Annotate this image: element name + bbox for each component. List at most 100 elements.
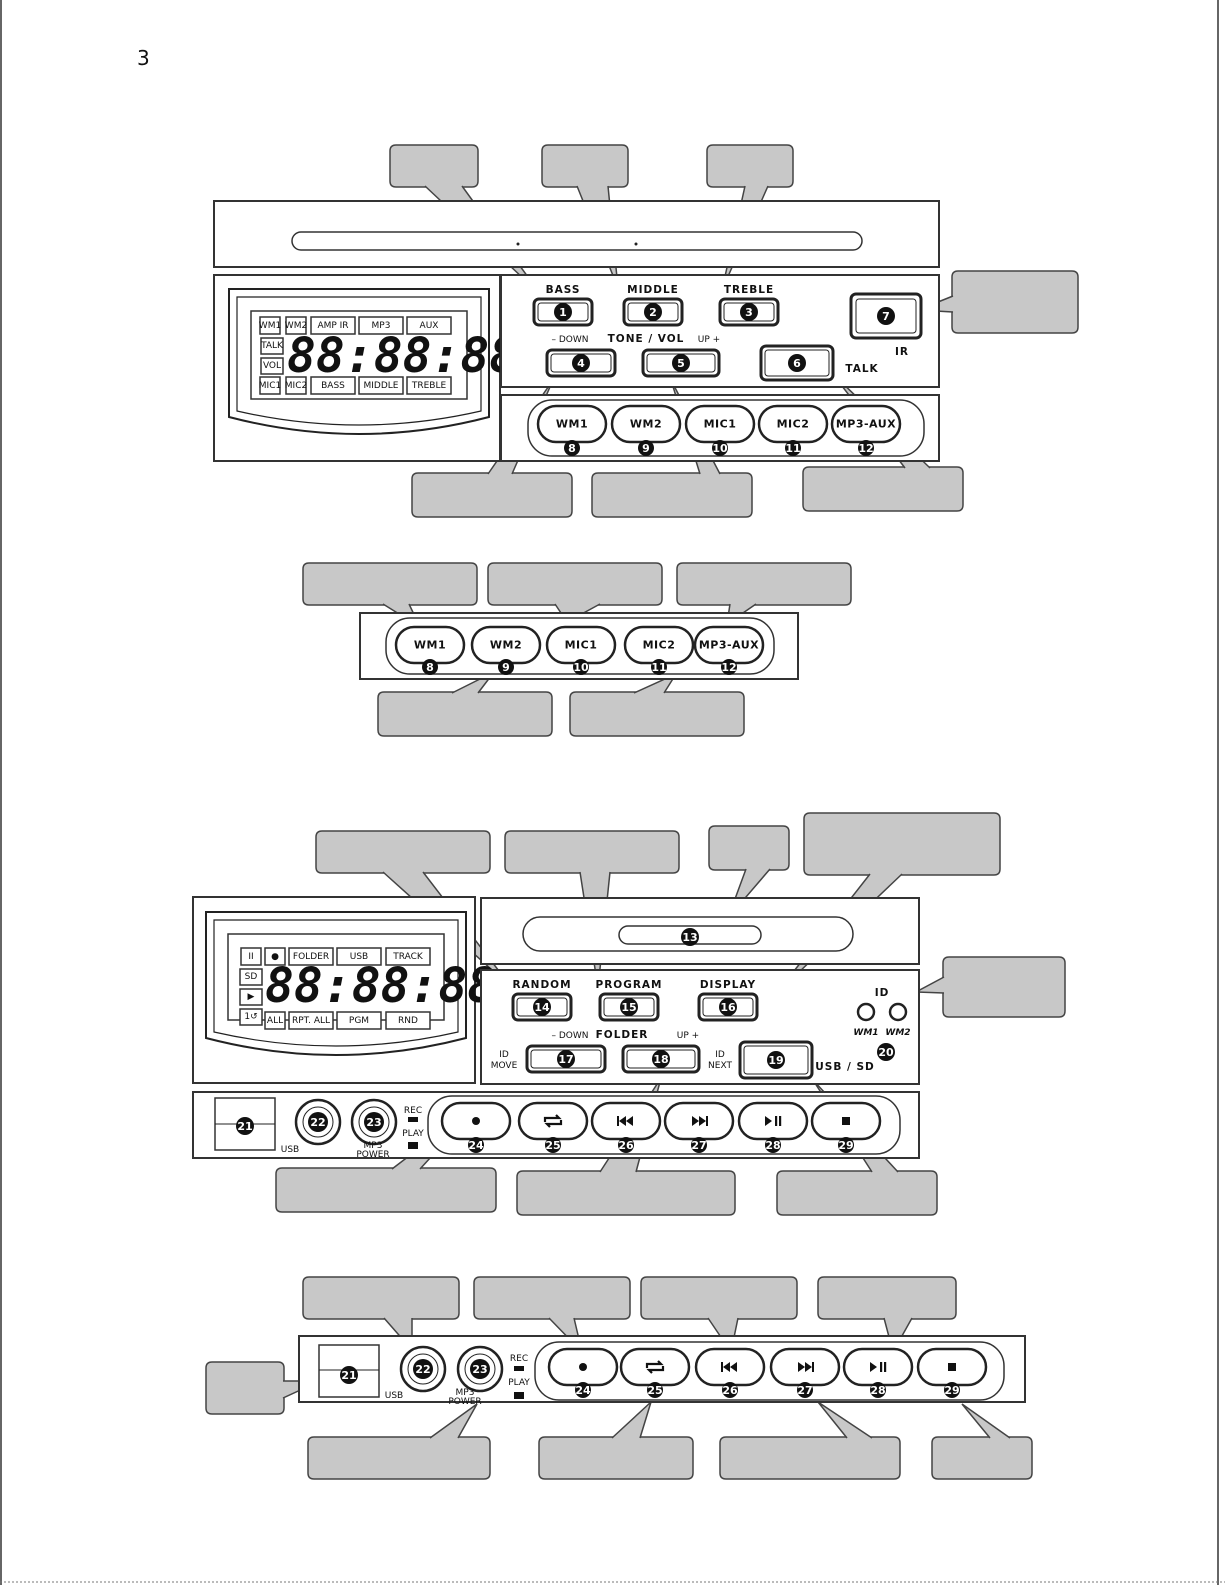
talk-button-number-badge [788, 354, 806, 372]
transport-c-number-28: 28 [765, 1139, 780, 1152]
mp3-label-d: MP3 [456, 1388, 475, 1398]
lcd-a-bottom-0 [259, 376, 281, 395]
folder-up-button-number-badge [652, 1050, 670, 1068]
next-icon [798, 1362, 814, 1372]
folder-title: FOLDER [596, 1029, 649, 1041]
jack-number-c-23: 23 [366, 1116, 381, 1129]
id-wm1-label: WM1 [853, 1028, 878, 1038]
lcd-c-top-label-3: USB [350, 952, 368, 962]
transport-c-number-25: 25 [545, 1139, 560, 1152]
lcd-a-bottom-3 [358, 376, 404, 395]
panel-a-cd-slot [291, 231, 863, 251]
callout-ir [951, 270, 1079, 334]
callout-program [504, 830, 680, 874]
transport-c-number-28-badge [765, 1137, 781, 1153]
callout-b-wm2 [377, 691, 553, 737]
tone-button-3-number: 3 [745, 306, 753, 319]
slot-number: 13 [682, 931, 697, 944]
jack-number-d-22: 22 [415, 1363, 430, 1376]
channel-b-number-9: 9 [502, 661, 510, 674]
slot-number-badge [681, 928, 699, 946]
channel-a-number-12: 12 [858, 442, 873, 455]
transport-c-button-4[interactable] [737, 1101, 809, 1141]
transport-d-number-27: 27 [797, 1384, 812, 1397]
callout-bass [389, 144, 479, 188]
vol-up-button-number-badge [672, 354, 690, 372]
usb-sd-button-number: 19 [768, 1054, 783, 1067]
usb-sd-button-inner [743, 1045, 809, 1075]
channel-a-button-wm1-label: WM1 [556, 418, 588, 431]
channel-b-number-12-badge [721, 659, 737, 675]
transport-d-button-repeat[interactable] [619, 1347, 691, 1387]
lcd-c-side-0 [239, 968, 263, 986]
tone-vol-title: TONE / VOL [608, 333, 685, 345]
repeat-icon [645, 1360, 665, 1374]
ir-number: 7 [882, 310, 890, 323]
record-icon [472, 1117, 480, 1125]
jack-number-d-23: 23 [472, 1363, 487, 1376]
button-random-number-badge [533, 998, 551, 1016]
callout-middle [541, 144, 629, 188]
lcd-a-bottom-1 [285, 376, 307, 395]
transport-c-number-27: 27 [691, 1139, 706, 1152]
usb-sd-label: USB / SD [815, 1061, 875, 1073]
button-display-number-badge [719, 998, 737, 1016]
lcd-c-side-2 [239, 1008, 263, 1026]
vol-up-button-number: 5 [677, 357, 685, 370]
channel-b-number-10-badge [573, 659, 589, 675]
transport-d-number-29-badge [944, 1382, 960, 1398]
label-display: DISPLAY [700, 979, 756, 991]
channel-a-number-12-badge [858, 440, 874, 456]
jack-number-d-23-badge [470, 1359, 490, 1379]
lcd-a-top-4 [406, 316, 452, 335]
folder-down-label: – DOWN [551, 1031, 588, 1041]
callout-talk [802, 466, 964, 512]
id-next-label-1: ID [715, 1050, 725, 1060]
lcd-a-top-label-1: WM2 [285, 321, 307, 331]
lcd-a-bottom-label-1: MIC2 [285, 381, 307, 391]
transport-d-number-26: 26 [722, 1384, 738, 1397]
transport-c-number-24: 24 [468, 1139, 484, 1152]
mp3-jack-c-inner [302, 1106, 334, 1138]
id-move-label-2: MOVE [491, 1061, 518, 1071]
power-label-c: POWER [356, 1150, 389, 1160]
lcd-a-top-0 [259, 316, 281, 335]
lcd-a-bottom-label-3: MIDDLE [364, 381, 399, 391]
lcd-a-digits: 88:88:88 [287, 328, 518, 384]
channel-a-number-11: 11 [785, 442, 800, 455]
panel-a-slot-dot [516, 242, 520, 246]
usb-number-d: 21 [341, 1369, 356, 1382]
lcd-a-top-label-4: AUX [420, 321, 439, 331]
transport-c-number-29-badge [838, 1137, 854, 1153]
usb-number-d-badge [340, 1366, 358, 1384]
callout-d-next [719, 1436, 901, 1480]
channel-a-number-11-badge [785, 440, 801, 456]
callout-d-prev [640, 1276, 798, 1320]
transport-c-button-1[interactable] [517, 1101, 589, 1141]
lcd-a-top-3 [358, 316, 404, 335]
vol-down-button-number: 4 [577, 357, 585, 370]
transport-d-number-28: 28 [870, 1384, 885, 1397]
tone-button-2-number-badge [644, 303, 662, 321]
id-number: 20 [878, 1046, 894, 1059]
usb-sd-button-number-badge [767, 1051, 785, 1069]
channel-b-button-wm2-label: WM2 [490, 639, 522, 652]
lcd-a-top-2 [310, 316, 356, 335]
channel-a-number-9-badge [638, 440, 654, 456]
jack-number-c-22-badge [308, 1112, 328, 1132]
id-wm2-label: WM2 [885, 1028, 910, 1038]
lcd-a-side-1 [260, 357, 284, 375]
channel-b-button-mic1-label: MIC1 [565, 639, 598, 652]
folder-down-button-number: 17 [558, 1053, 573, 1066]
channel-a-number-10: 10 [712, 442, 728, 455]
transport-d-button-play-pause[interactable] [842, 1347, 914, 1387]
lcd-a-bottom-4 [406, 376, 452, 395]
channel-b-button-mp3-aux-label: MP3-AUX [699, 639, 759, 652]
channel-a-number-8: 8 [568, 442, 576, 455]
callout-d-repeat [538, 1436, 694, 1480]
label-program: PROGRAM [596, 979, 663, 991]
button-program-number: 15 [621, 1001, 636, 1014]
tone-vol-up-label: UP + [698, 335, 720, 345]
lcd-c-digits: 88:88:88 [265, 958, 496, 1014]
lcd-a-top-1 [285, 316, 307, 335]
